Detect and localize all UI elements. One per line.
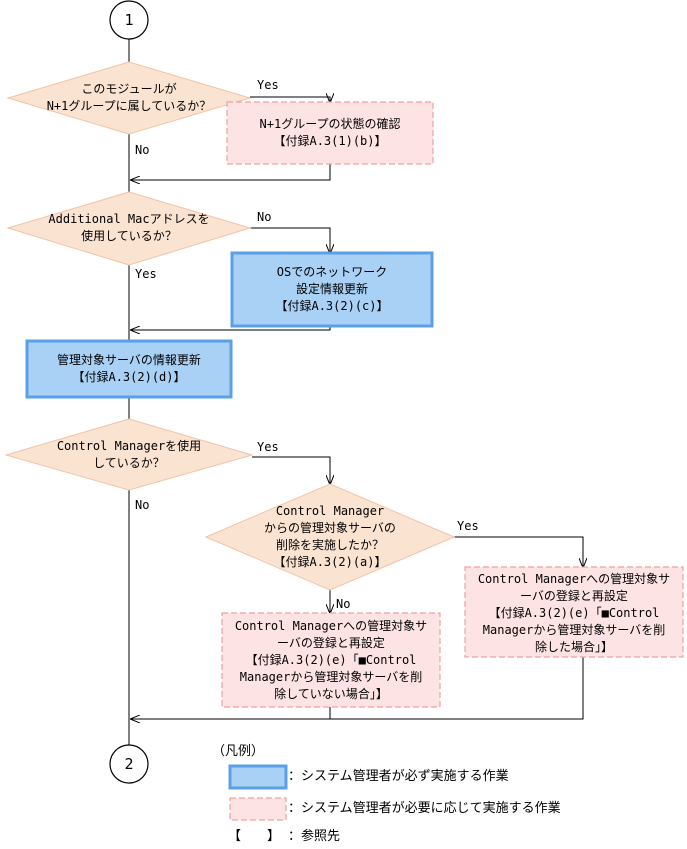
legend-title: （凡例） <box>212 744 265 759</box>
box-b3-text: 管理対象サーバの情報更新 【付録A.3(2)(d)】 <box>57 353 201 384</box>
merge-line <box>131 164 331 180</box>
box-b1-text: N+1グループの状態の確認 【付録A.3(1)(b)】 <box>259 117 401 148</box>
decision-diamond-d3 <box>4 418 254 491</box>
decision-diamond-d2 <box>6 191 252 266</box>
legend-required-text: ：システム管理者が必ず実施する作業 <box>288 769 509 784</box>
end-connector-label: 2 <box>124 755 134 773</box>
decision-diamond-d4 <box>204 483 456 591</box>
process-box-b3 <box>25 339 233 399</box>
condition-label-d3-no: No <box>135 498 150 512</box>
merge-line <box>131 657 584 719</box>
decision-d2-text: Additional Macアドレスを 使用しているか？ <box>48 212 210 243</box>
process-box-b4 <box>221 612 441 708</box>
condition-label-d1-no: No <box>135 143 150 157</box>
condition-label-d4-no: No <box>336 597 351 611</box>
legend-optional-text: ：システム管理者が必要に応じて実施する作業 <box>288 801 561 816</box>
start-connector-label: 1 <box>124 11 134 29</box>
box-b2-text: OSでのネットワーク 設定情報更新 【付録A.3(2)(c)】 <box>275 265 389 313</box>
box-b5-text: Control Managerへの管理対象サ ーバの登録と再設定 【付録A.3(… <box>477 572 671 654</box>
condition-label-d1-yes: Yes <box>257 78 279 92</box>
process-box-b1 <box>226 101 434 165</box>
condition-label-d2-no: No <box>257 210 272 224</box>
condition-label-d4-yes: Yes <box>457 519 479 533</box>
yes-branch-line <box>250 97 330 102</box>
yes-branch-line <box>252 456 330 484</box>
box-b4-text: Control Managerへの管理対象サ ーバの登録と再設定 【付録A.3(… <box>234 619 428 701</box>
decision-d4-text: Control Manager からの管理対象サーバの 削除を実施したか？ 【付… <box>264 504 396 569</box>
decision-diamond-d1 <box>6 61 252 135</box>
condition-label-d2-yes: Yes <box>135 267 157 281</box>
yes-branch-line <box>454 536 583 567</box>
decision-d3-text: Control Managerを使用 しているか？ <box>56 439 202 470</box>
process-box-b2 <box>230 251 434 328</box>
no-branch-line <box>250 227 330 253</box>
process-box-b5 <box>464 566 684 658</box>
legend-reference-text: ：参照先 <box>288 829 341 844</box>
legend-reference-bracket: 【 】 <box>228 829 281 844</box>
legend-required-swatch <box>228 764 288 790</box>
condition-label-d3-yes: Yes <box>257 440 279 454</box>
decision-d1-text: このモジュールが N+1グループに属しているか？ <box>46 82 212 113</box>
legend-optional-swatch <box>229 797 287 821</box>
